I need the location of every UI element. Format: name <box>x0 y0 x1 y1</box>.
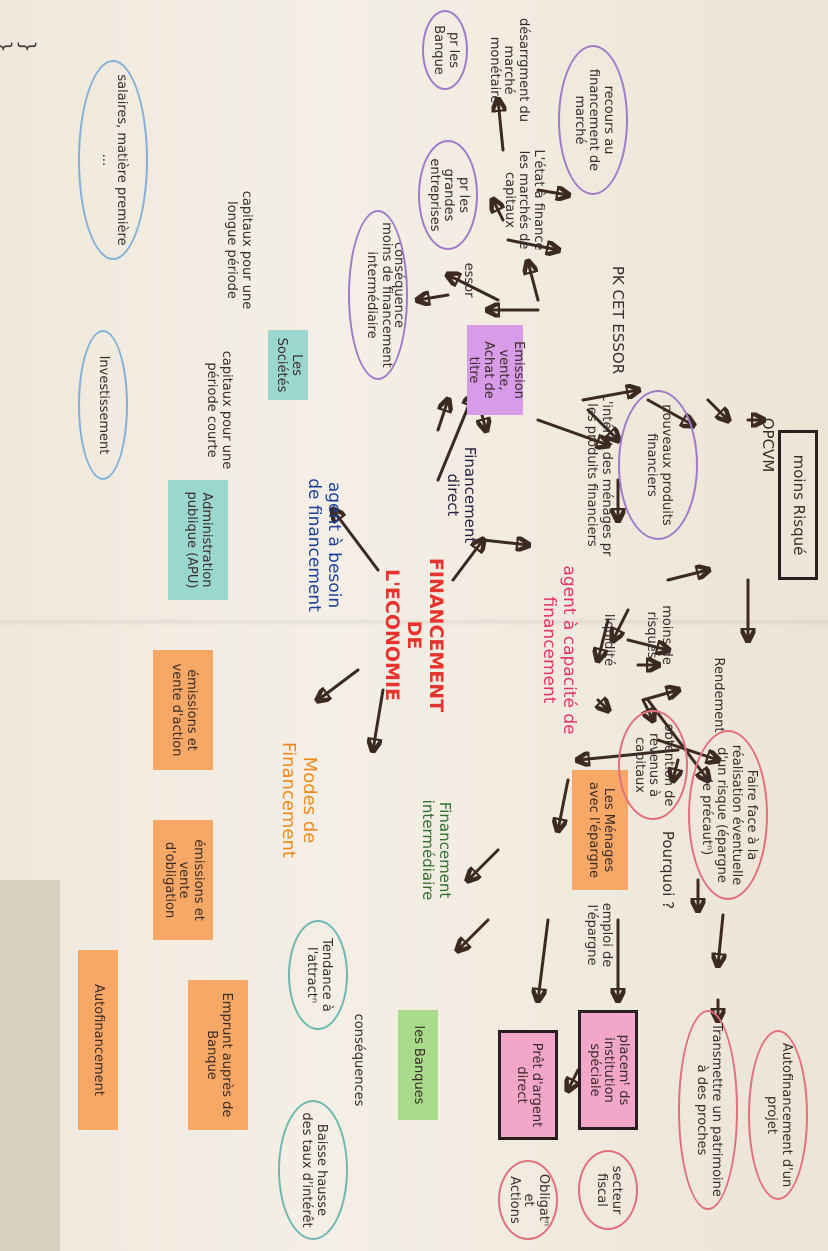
page-fold <box>0 618 828 626</box>
faire-face-risque-node: Faire face à la réalisation éventuelle d… <box>688 730 768 900</box>
pourquoi-label: Pourquoi ? <box>658 830 677 910</box>
desarrgment-label: désarrgment du marché monétaire <box>486 17 532 123</box>
etat-marches-label: L'état à financé les marchés de capitaux <box>501 149 547 251</box>
center-title: FINANCEMENT DE L'ECONOMIE <box>381 557 447 713</box>
essor-label: essor <box>461 262 477 298</box>
autofinancement-projet-node: Autofinancement d'un projet <box>748 1030 808 1200</box>
emploi-epargne-label: emploi de l'épargne <box>584 902 614 968</box>
moins-intermediaire-node: moins de financement intermédiaire <box>348 210 408 380</box>
pk-essor-label: PK CET ESSOR <box>608 265 627 375</box>
banques-node: les Banques <box>398 1010 438 1120</box>
autofinancement-node: Autofinancement <box>78 950 118 1130</box>
agent-besoin-label: agent à besoin de financement <box>304 478 344 612</box>
pret-argent-box: Prêt d'argent direct <box>498 1030 558 1140</box>
administration-publique-node: Administration publique (APU) <box>168 480 228 600</box>
liquidite-label: liquidité <box>601 613 617 667</box>
emission-obligation-node: émissions et vente d'obligation <box>153 820 213 940</box>
obtention-revenus-node: obtention de revenus à capitaux <box>618 710 688 820</box>
consequences-label: conséquences <box>351 1013 367 1107</box>
emission-titres-node: Emission vente, Achat de titre <box>466 325 526 415</box>
obligations-actions-node: Obligatⁿ et Actions <box>498 1160 558 1240</box>
menages-epargne-node: Les Ménages avec l'épargne <box>572 770 628 890</box>
opcvm-label: OPCVM <box>758 417 777 473</box>
moins-risque-box: moins Risqué <box>778 430 818 580</box>
modes-financement-label: Modes de Financement <box>278 742 320 858</box>
societes-node: Les Sociétés <box>268 330 308 400</box>
tendance-attraction-node: Tendance à l'attractⁿ <box>288 920 348 1030</box>
capitaux-courte-label: capitaux pour une période courte <box>204 350 234 470</box>
agent-capacite-label: agent à capacité de financement <box>539 565 579 735</box>
transmettre-patrimoine-node: Transmettre un patrimoine à des proches <box>678 1010 738 1210</box>
nouveaux-produits-node: nouveaux produits financiers <box>618 390 698 540</box>
emission-action-node: émissions et vente d'action <box>153 650 213 770</box>
grandes-entreprises-node: pr les grandes entreprises <box>418 140 478 250</box>
emprunt-banque-node: Emprunt auprès de Banque <box>188 980 248 1130</box>
investissement-node: Investissement <box>78 330 128 480</box>
secteur-fiscal-node: secteur fiscal <box>578 1150 638 1230</box>
placement-institution-box: placemᵗ ds institution spéciale <box>578 1010 638 1130</box>
capitaux-longue-label: capitaux pour une longue période <box>224 190 254 310</box>
financement-direct-label: Financement direct <box>444 446 480 544</box>
recours-marche-node: recours au financement de marché <box>558 45 628 195</box>
pr-banque-node: pr les Banque <box>422 10 468 90</box>
salaires-node: salaires, matière première ... <box>78 60 148 260</box>
taux-interet-node: Baisse hausse des taux d'intérêt <box>278 1100 348 1240</box>
financement-intermediaire-label: Financement intermédiaire <box>419 799 455 901</box>
moins-risques-label: moins de risques <box>644 605 674 665</box>
page-corner <box>0 880 60 1251</box>
